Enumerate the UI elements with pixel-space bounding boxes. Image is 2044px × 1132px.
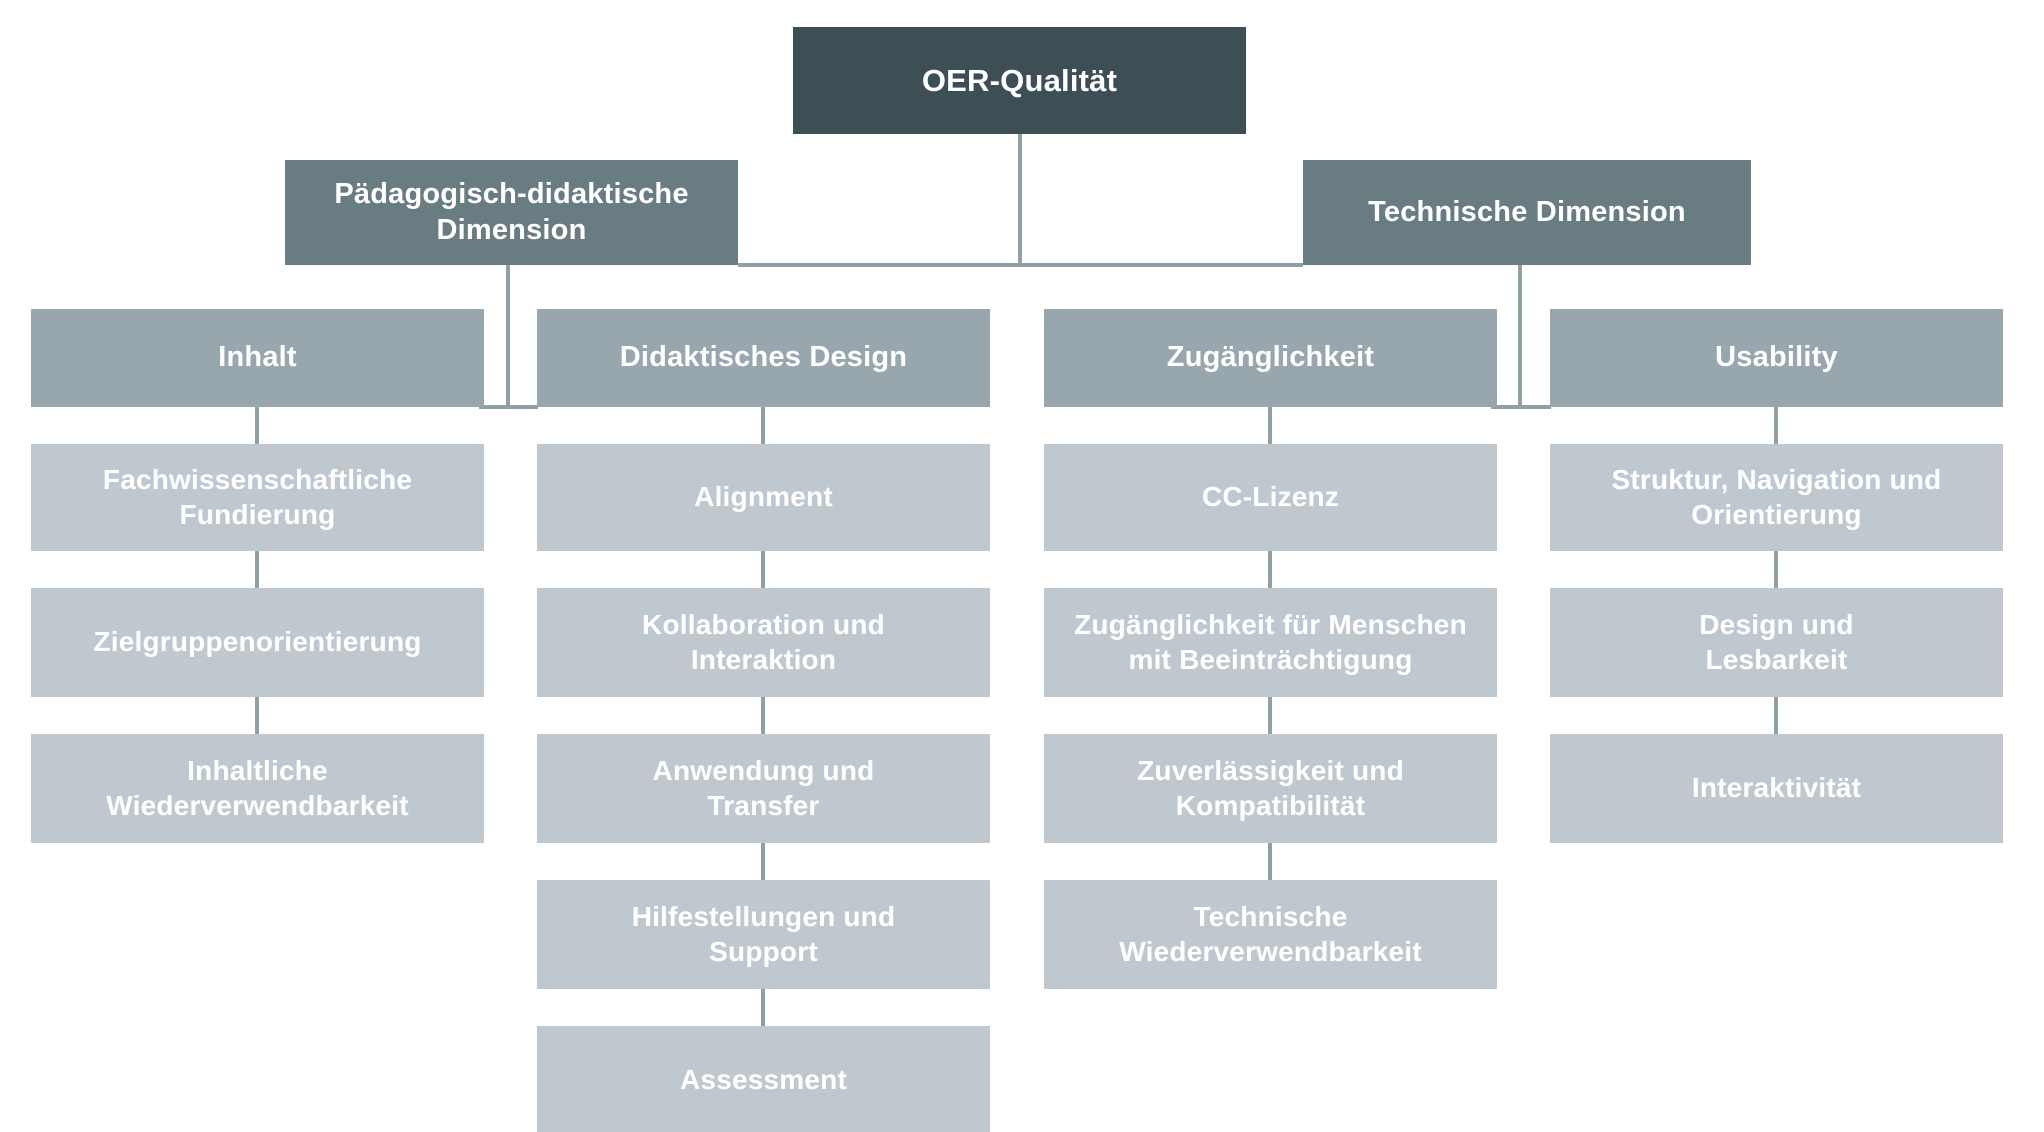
node-hilfestellungen-und-support[interactable]: Hilfestellungen und Support [537,880,990,989]
node-zielgruppenorientierung[interactable]: Zielgruppenorientierung [31,588,484,697]
node-technische-wiederverwendbarkeit[interactable]: Technische Wiederverwendbarkeit [1044,880,1497,989]
node-zugaenglichkeit-fuer-menschen-mit-beeintraechtigung[interactable]: Zugänglichkeit für Menschen mit Beeinträ… [1044,588,1497,697]
node-design-und-lesbarkeit[interactable]: Design und Lesbarkeit [1550,588,2003,697]
node-zuverlaessigkeit-und-kompatibilitaet[interactable]: Zuverlässigkeit und Kompatibilität [1044,734,1497,843]
node-anwendung-und-transfer[interactable]: Anwendung und Transfer [537,734,990,843]
node-interaktivitaet[interactable]: Interaktivität [1550,734,2003,843]
node-assessment[interactable]: Assessment [537,1026,990,1132]
node-fachwissenschaftliche-fundierung[interactable]: Fachwissenschaftliche Fundierung [31,444,484,551]
node-struktur-navigation-und-orientierung[interactable]: Struktur, Navigation und Orientierung [1550,444,2003,551]
node-inhalt[interactable]: Inhalt [31,309,484,407]
node-inhaltliche-wiederverwendbarkeit[interactable]: Inhaltliche Wiederverwendbarkeit [31,734,484,843]
node-oer-qualitaet[interactable]: OER-Qualität [793,27,1246,134]
node-zugaenglichkeit[interactable]: Zugänglichkeit [1044,309,1497,407]
node-cc-lizenz[interactable]: CC-Lizenz [1044,444,1497,551]
node-kollaboration-und-interaktion[interactable]: Kollaboration und Interaktion [537,588,990,697]
node-alignment[interactable]: Alignment [537,444,990,551]
node-technische-dimension[interactable]: Technische Dimension [1303,160,1751,265]
node-paedagogisch-didaktische-dimension[interactable]: Pädagogisch-didaktische Dimension [285,160,738,265]
node-didaktisches-design[interactable]: Didaktisches Design [537,309,990,407]
node-usability[interactable]: Usability [1550,309,2003,407]
